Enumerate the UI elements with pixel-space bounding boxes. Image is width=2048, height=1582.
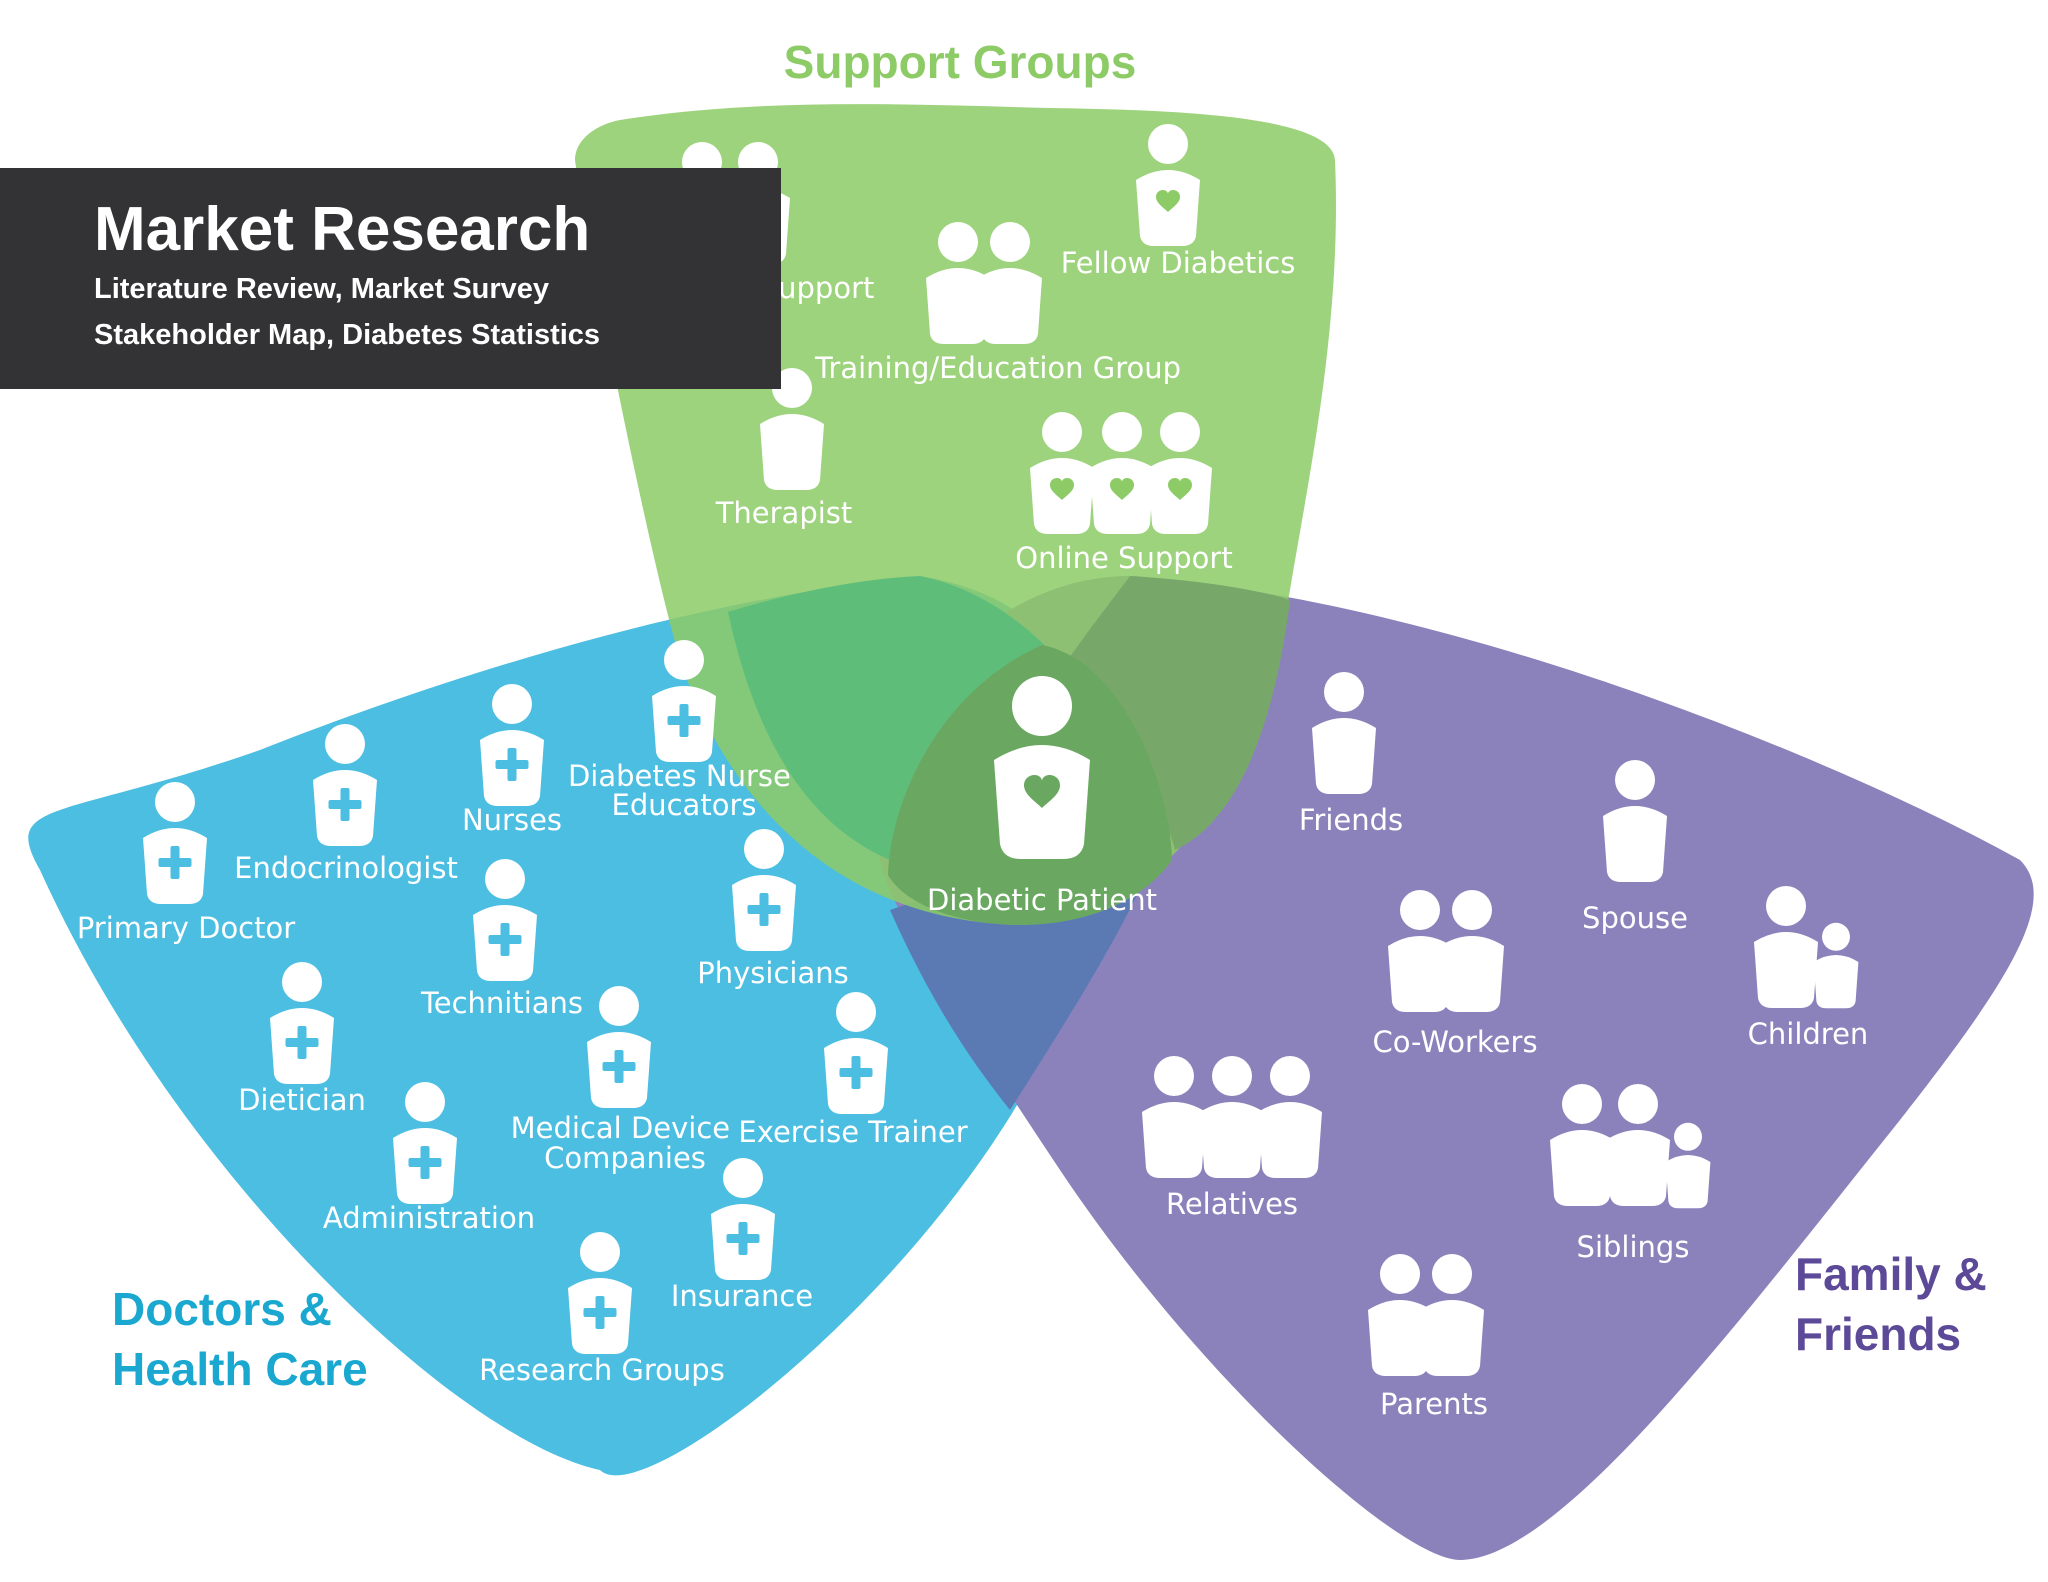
administration-label: Administration xyxy=(323,1201,535,1235)
research-groups-label: Research Groups xyxy=(479,1353,725,1387)
online-support-label: Online Support xyxy=(1015,541,1232,575)
primary-doctor-label: Primary Doctor xyxy=(77,911,295,945)
subtitle-line-1: Literature Review, Market Survey xyxy=(94,273,550,305)
friends-label: Friends xyxy=(1299,803,1403,837)
exercise-trainer-label: Exercise Trainer xyxy=(738,1115,967,1149)
siblings-label: Siblings xyxy=(1577,1230,1690,1264)
support-groups-heading: Support Groups xyxy=(784,36,1137,88)
spouse-label: Spouse xyxy=(1582,901,1688,935)
fellow-diabetics-label: Fellow Diabetics xyxy=(1061,246,1296,280)
children-label: Children xyxy=(1748,1017,1869,1051)
support-family-overlap xyxy=(1040,576,1290,850)
co-workers-label: Co-Workers xyxy=(1372,1025,1537,1059)
three-people-icon xyxy=(1142,1056,1322,1178)
diabetes-nurse-educators-label: Diabetes Nurse Educators xyxy=(568,759,800,822)
family-heading: Family & Friends xyxy=(1795,1248,2000,1360)
three-people-heart-icon xyxy=(1030,412,1212,534)
market-research-title-box: Market Research Literature Review, Marke… xyxy=(0,168,781,389)
relatives-label: Relatives xyxy=(1166,1187,1298,1221)
subtitle-line-2: Stakeholder Map, Diabetes Statistics xyxy=(94,319,601,351)
medical-device-companies-label: Medical Device Companies xyxy=(511,1111,740,1175)
dietician-label: Dietician xyxy=(238,1083,366,1117)
physicians-label: Physicians xyxy=(697,956,848,990)
parents-label: Parents xyxy=(1380,1387,1488,1421)
doctors-heading: Doctors & Health Care xyxy=(112,1283,368,1395)
endocrinologist-label: Endocrinologist xyxy=(234,851,458,885)
training-education-group-label: Training/Education Group xyxy=(814,351,1181,385)
diabetic-patient-label: Diabetic Patient xyxy=(927,883,1157,917)
page-title: Market Research xyxy=(94,195,591,264)
insurance-label: Insurance xyxy=(671,1279,813,1313)
technitians-label: Technitians xyxy=(420,986,583,1020)
nurses-label: Nurses xyxy=(462,803,562,837)
support-doctors-overlap xyxy=(728,576,1090,860)
therapist-label: Therapist xyxy=(715,496,853,530)
